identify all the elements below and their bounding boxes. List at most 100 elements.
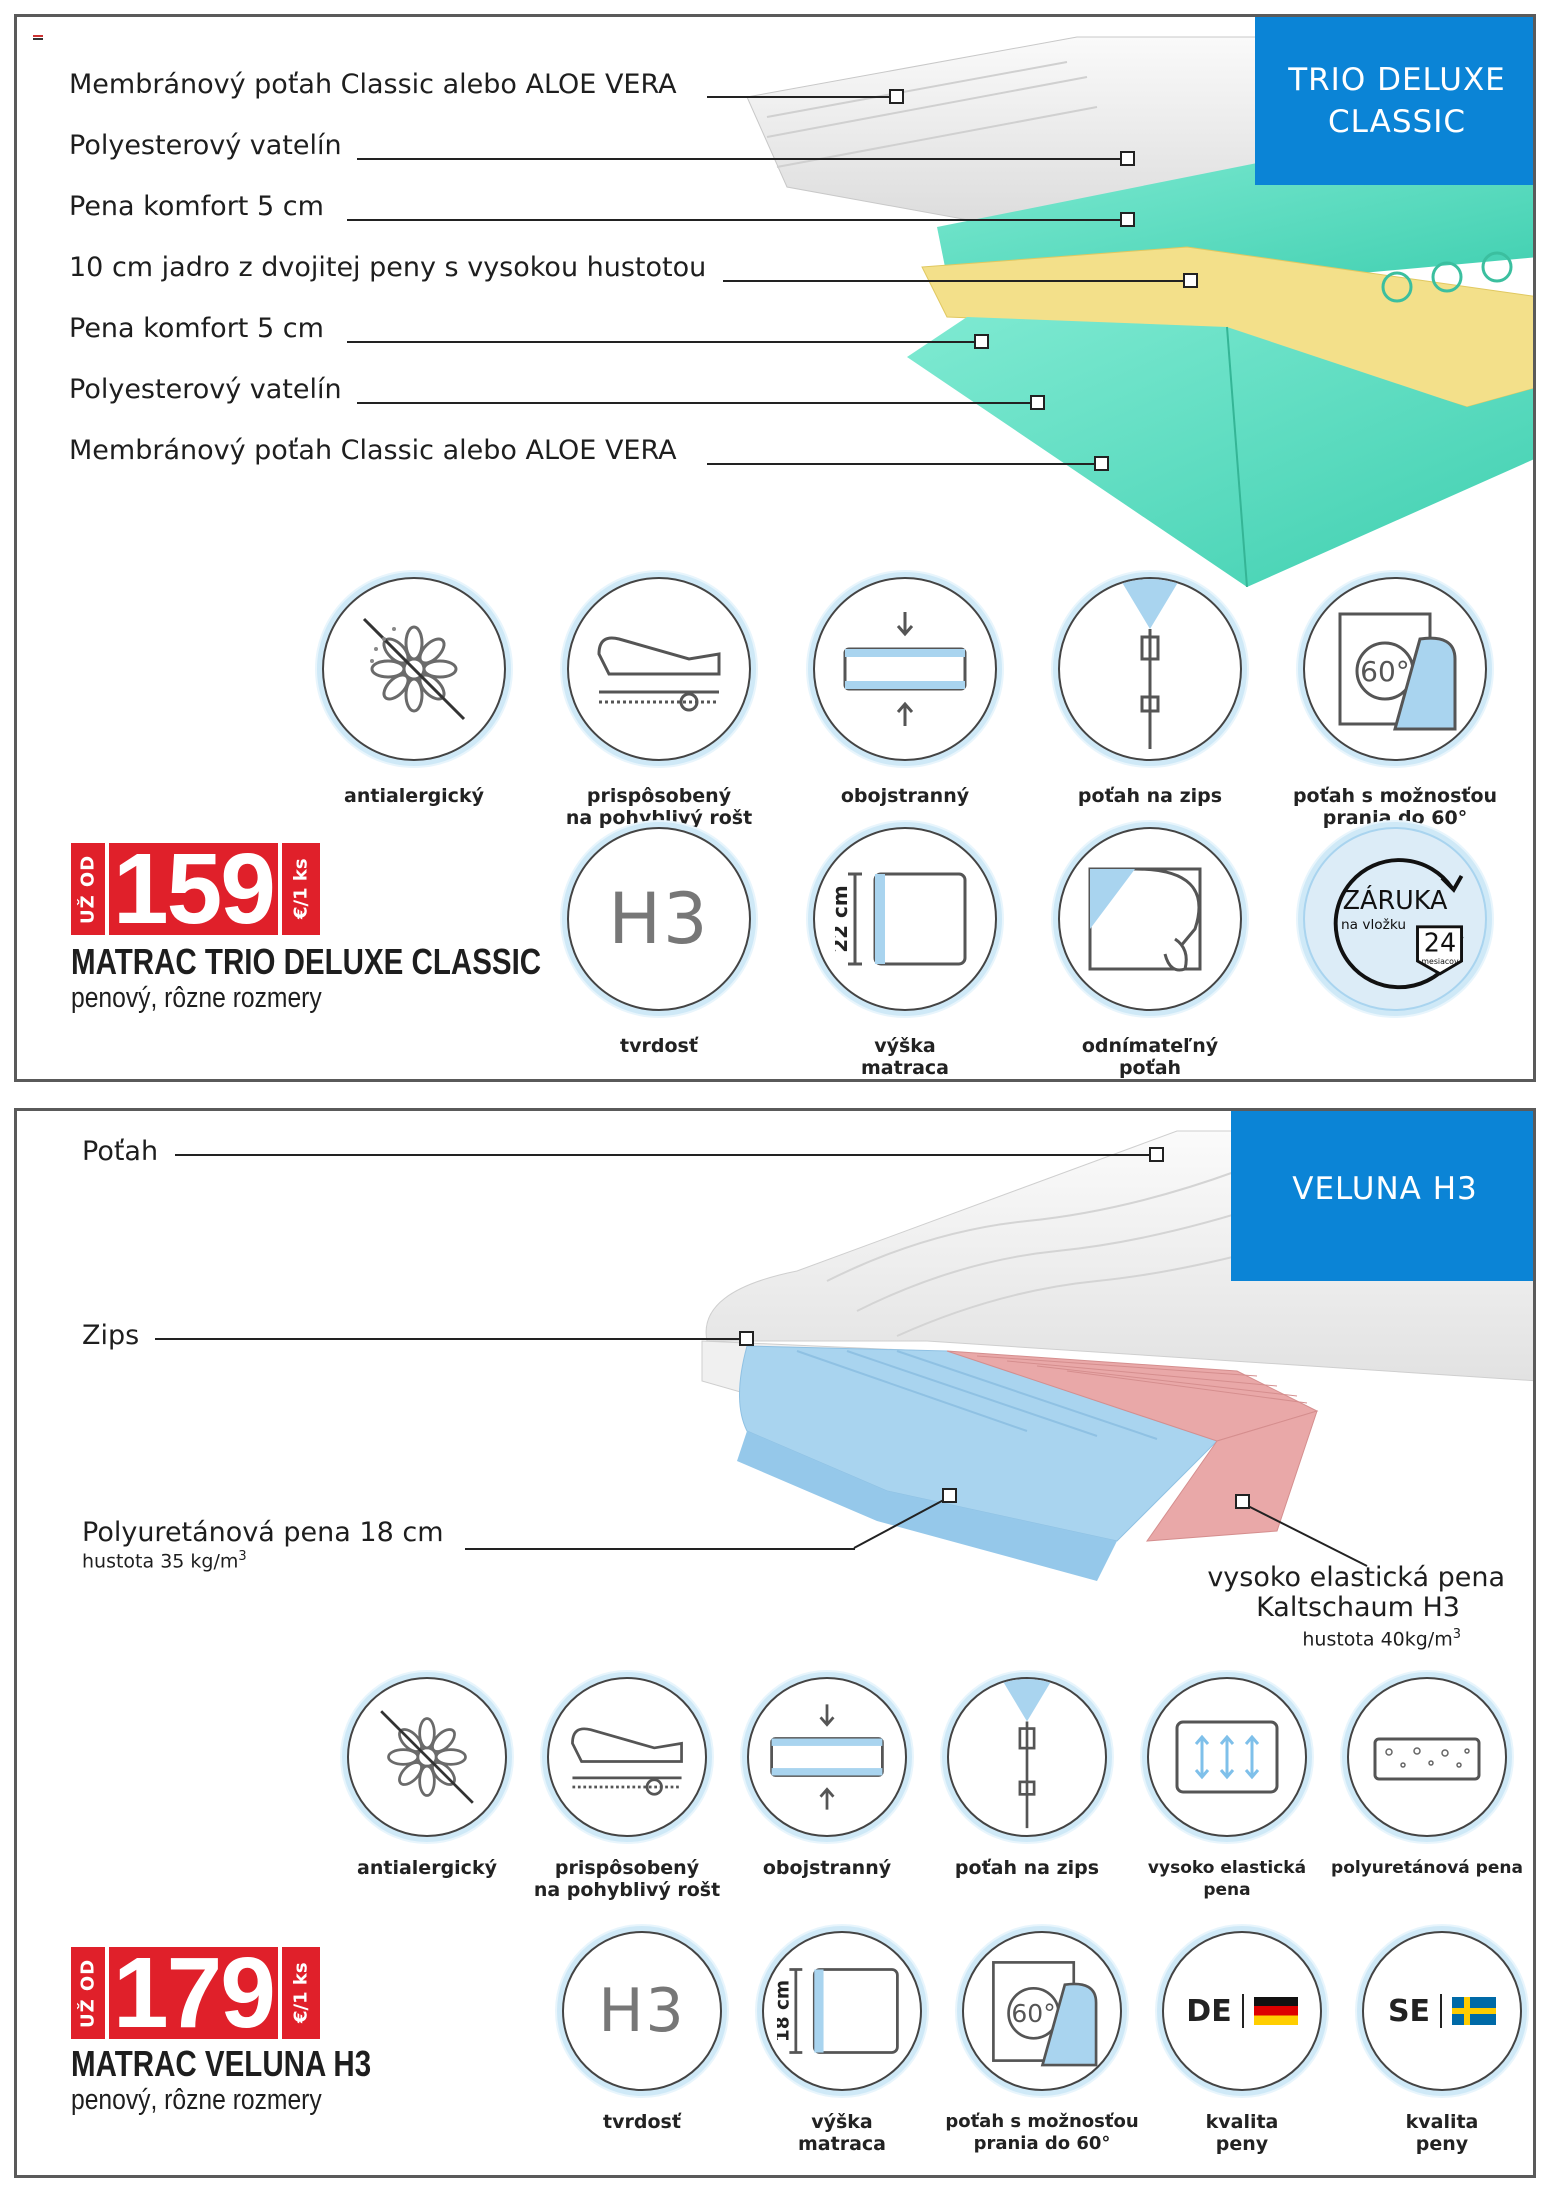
adjustable-bed-icon — [567, 577, 751, 761]
washing-60-icon: 60° — [962, 1931, 1122, 2091]
adjustable-bed-icon — [547, 1677, 707, 1837]
elastic-foam-label: vysoko elastická pena Kaltschaum H3 — [1207, 1562, 1505, 1623]
price-unit: €/1 ks — [281, 1947, 320, 2039]
leader-diagonal — [853, 1494, 954, 1549]
feature-label: obojstranný — [840, 785, 970, 807]
height-text: 18 cm — [777, 1980, 793, 2042]
hardness-icon: H3 — [562, 1931, 722, 2091]
wash-temp-text: 60° — [1360, 655, 1410, 688]
zipper-icon — [1058, 577, 1242, 761]
cover-label: Poťah — [82, 1136, 159, 1167]
country-code: SE — [1387, 1993, 1431, 2029]
washing-60-icon: 60° — [1303, 577, 1487, 761]
layer-label-1: Membránový poťah Classic alebo ALOE VERA — [69, 69, 677, 100]
leader-marker — [942, 1488, 957, 1503]
price-tag: UŽ OD 159 €/1 ks — [71, 839, 320, 939]
layer-label-4: 10 cm jadro z dvojitej peny s vysokou hu… — [69, 252, 707, 283]
price-unit: €/1 ks — [281, 843, 320, 935]
layer-label-5: Pena komfort 5 cm — [69, 313, 324, 344]
leader-line — [707, 96, 899, 98]
leader-line — [155, 1338, 747, 1340]
wash-temp-text: 60° — [1011, 1999, 1055, 2028]
flag-se — [1452, 1997, 1497, 2025]
height-text: 22 cm — [835, 885, 852, 953]
leader-diagonal — [1245, 1504, 1368, 1567]
layer-label-6: Polyesterový vatelín — [69, 374, 342, 405]
layer-label-2: Polyesterový vatelín — [69, 130, 342, 161]
feature-label: tvrdosť — [620, 1035, 698, 1057]
leader-marker — [1030, 395, 1045, 410]
product-subtitle: penový, rôzne rozmery — [71, 982, 322, 1014]
leader-marker — [889, 89, 904, 104]
double-sided-icon — [813, 577, 997, 761]
leader-marker — [1120, 151, 1135, 166]
layer-label-7: Membránový poťah Classic alebo ALOE VERA — [69, 435, 677, 466]
layer-label-3: Pena komfort 5 cm — [69, 191, 324, 222]
leader-marker — [1149, 1147, 1164, 1162]
hardness-icon: H3 — [567, 827, 751, 1011]
country-code: DE — [1186, 1993, 1232, 2029]
height-icon: 18 cm — [762, 1931, 922, 2091]
leader-line — [347, 219, 1127, 221]
flag-de — [1253, 1997, 1298, 2025]
zip-label: Zips — [82, 1320, 140, 1351]
warranty-badge: ZÁRUKA na vložku 24 mesiacov — [1303, 827, 1487, 1011]
leader-line — [723, 280, 1191, 282]
germany-flag-icon: DE — [1162, 1931, 1322, 2091]
product-title: MATRAC VELUNA H3 — [71, 2043, 372, 2084]
leader-line — [465, 1548, 855, 1550]
height-icon: 22 cm — [813, 827, 997, 1011]
price-prefix: UŽ OD — [71, 843, 105, 935]
feature-label: poťah na zips — [954, 1857, 1100, 1879]
warranty-number: 24 — [1424, 927, 1456, 957]
price-value: 159 — [109, 839, 278, 939]
feature-label: tvrdosť — [603, 2111, 681, 2133]
leader-marker — [1235, 1494, 1250, 1509]
pu-foam-icon — [1347, 1677, 1507, 1837]
pu-foam-label: Polyuretánová pena 18 cm — [82, 1517, 444, 1548]
product-panel-trio: TRIO DELUXE CLASSIC Membránový poťah Cla… — [14, 14, 1536, 1082]
leader-marker — [974, 334, 989, 349]
allergy-free-flower-icon — [322, 577, 506, 761]
feature-label: polyuretánová pena — [1331, 1858, 1523, 1878]
product-subtitle: penový, rôzne rozmery — [71, 2084, 322, 2116]
sweden-flag-icon: SE — [1362, 1931, 1522, 2091]
corner-mark — [33, 35, 43, 40]
hardness-text: H3 — [598, 1976, 686, 2046]
product-panel-veluna: VELUNA H3 Poťah Zips Polyuretánová pena … — [14, 1108, 1536, 2178]
product-badge: VELUNA H3 — [1231, 1111, 1533, 1281]
product-title: MATRAC TRIO DELUXE CLASSIC — [71, 941, 542, 982]
leader-line — [175, 1154, 1163, 1156]
price-tag: UŽ OD 179 €/1 ks — [71, 1943, 320, 2043]
double-sided-icon — [747, 1677, 907, 1837]
feature-label: poťah na zips — [1077, 785, 1223, 807]
warranty-sub: na vložku — [1341, 917, 1406, 933]
warranty-unit: mesiacov — [1421, 957, 1459, 966]
warranty-title: ZÁRUKA — [1343, 885, 1448, 915]
leader-marker — [1094, 456, 1109, 471]
leader-line — [707, 463, 1107, 465]
removable-cover-icon — [1058, 827, 1242, 1011]
leader-line — [357, 158, 1127, 160]
price-value: 179 — [109, 1943, 278, 2043]
leader-line — [347, 341, 987, 343]
hardness-text: H3 — [608, 878, 710, 960]
zipper-icon — [947, 1677, 1107, 1837]
feature-label: obojstranný — [762, 1857, 892, 1879]
elastic-foam-icon — [1147, 1677, 1307, 1837]
feature-label: antialergický — [344, 785, 484, 807]
product-badge: TRIO DELUXE CLASSIC — [1255, 17, 1533, 185]
leader-line — [357, 402, 1037, 404]
leader-marker — [739, 1331, 754, 1346]
allergy-free-flower-icon — [347, 1677, 507, 1837]
